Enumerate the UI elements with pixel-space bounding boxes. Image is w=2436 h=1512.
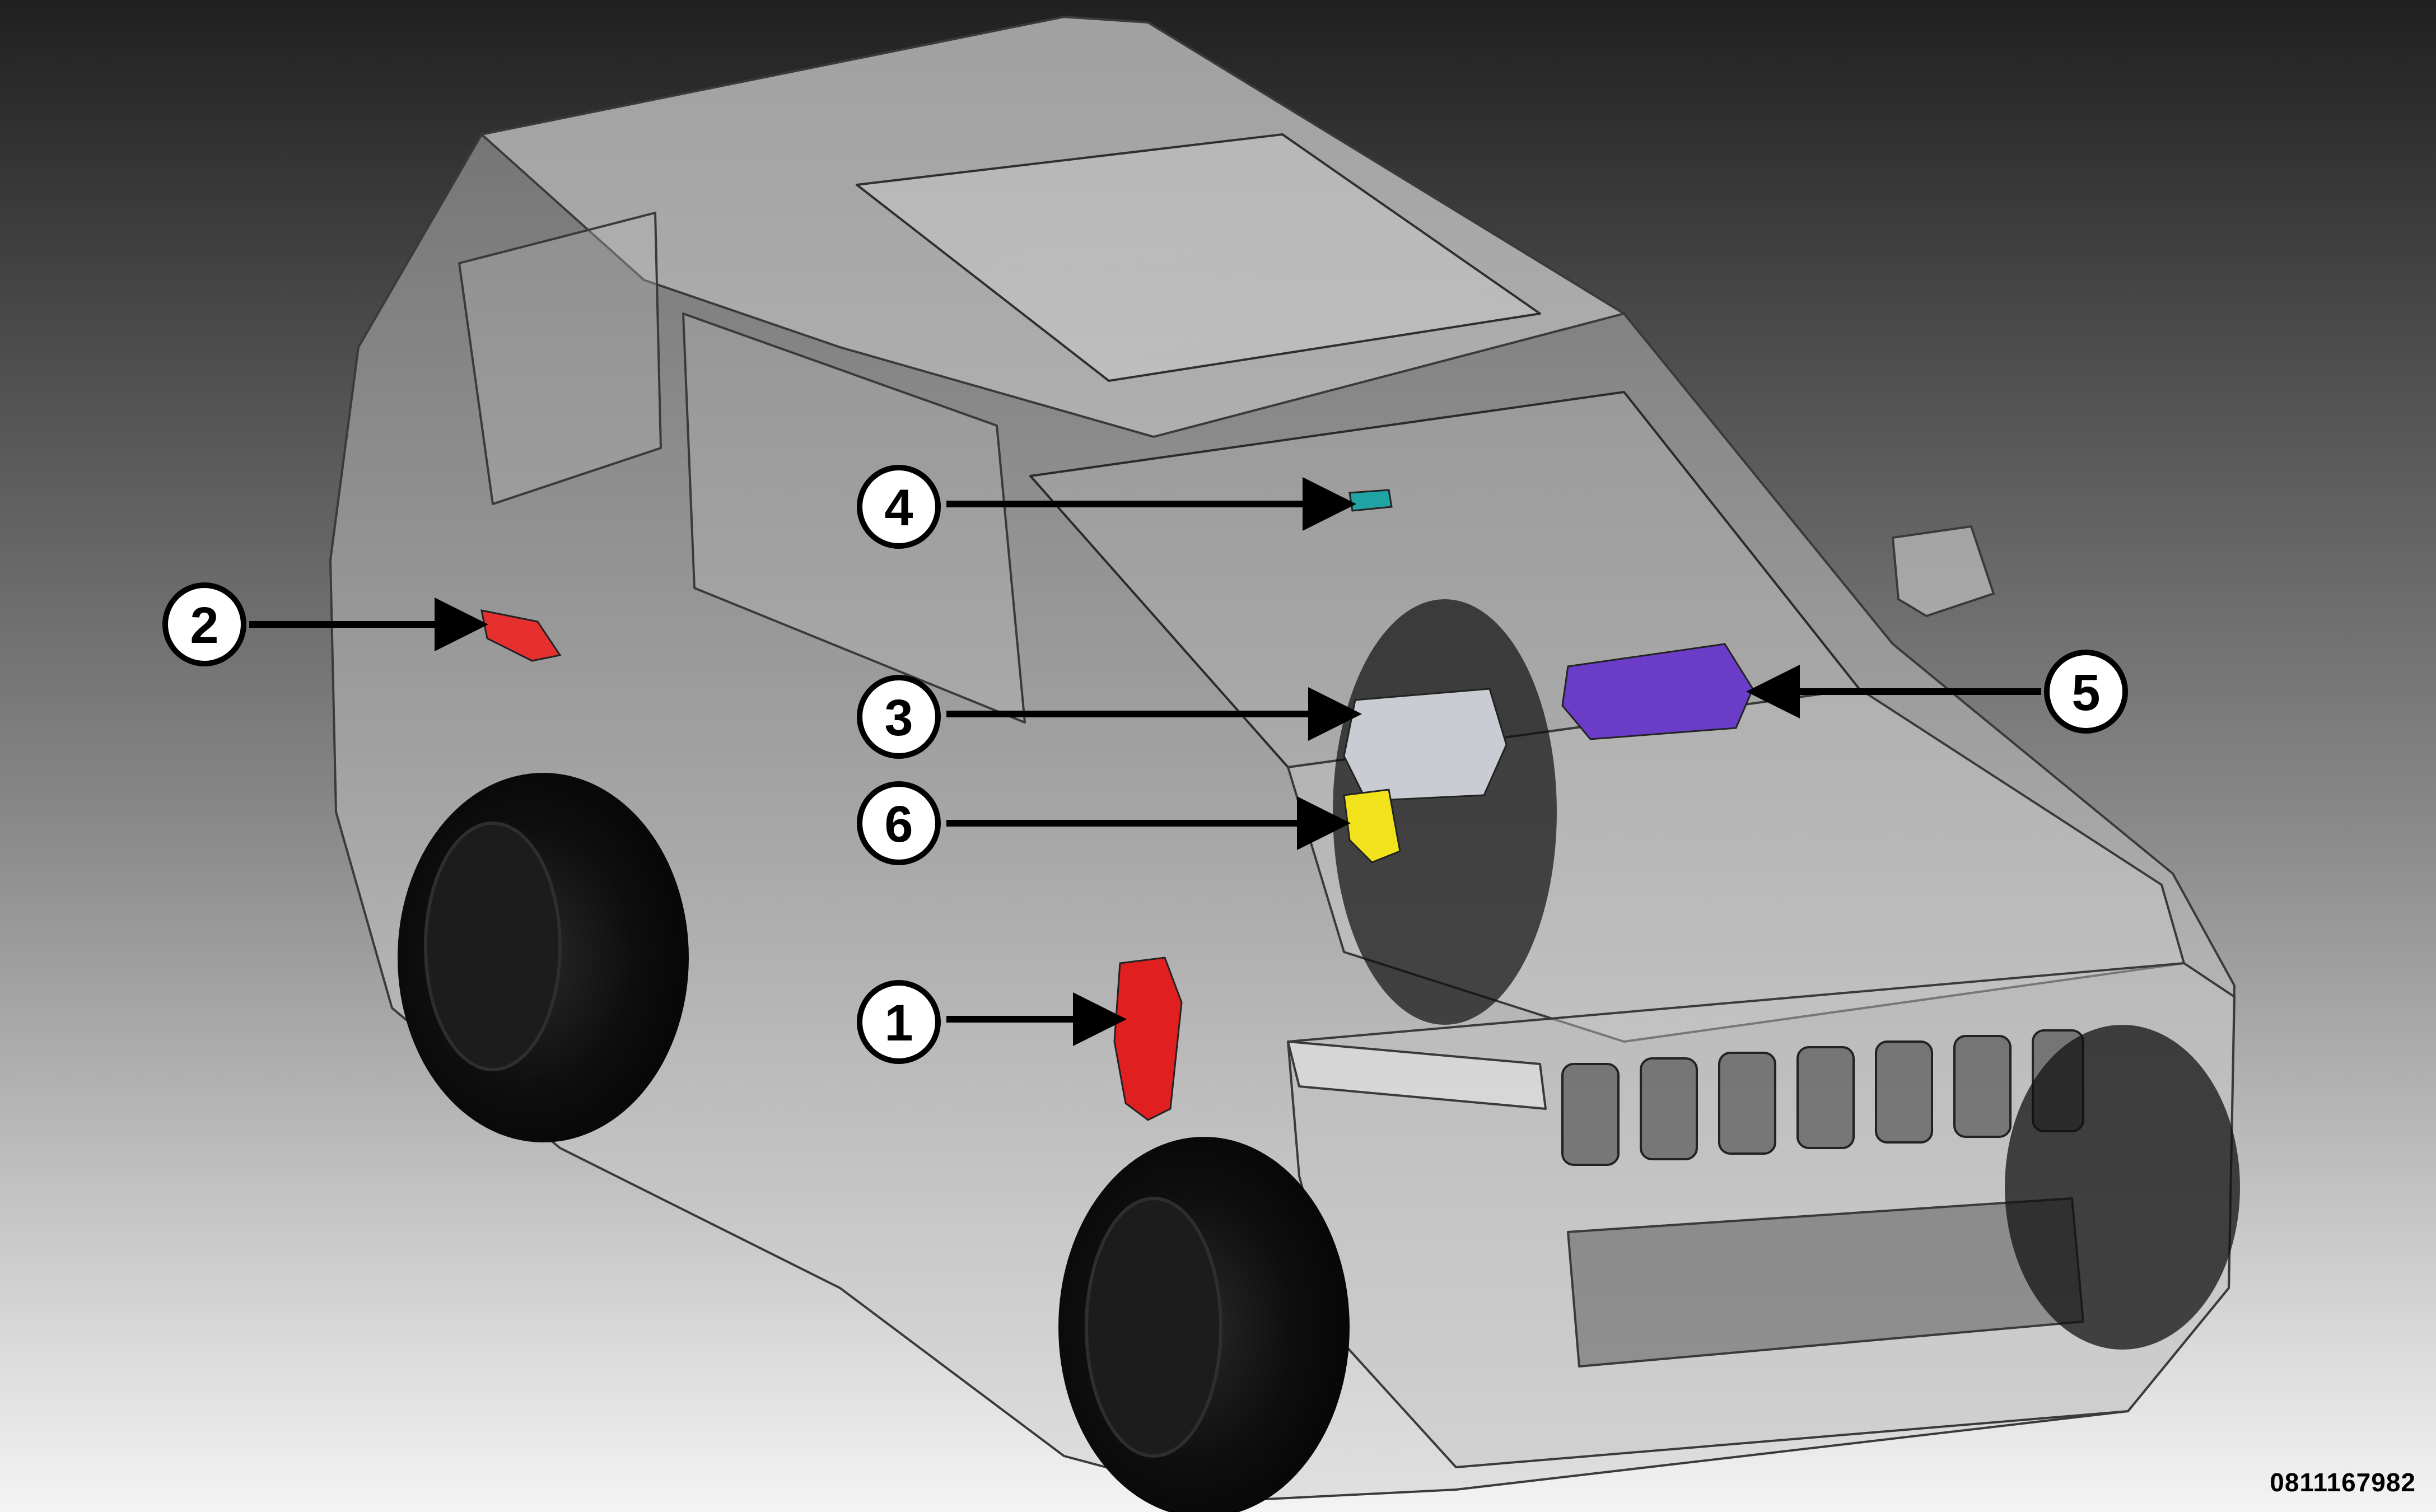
callout-4-label: 4 — [884, 479, 913, 536]
sunroof — [856, 133, 1541, 382]
callout-5-circle — [2044, 650, 2128, 734]
component-3-module — [1343, 688, 1508, 802]
side-mirror — [1892, 525, 1995, 617]
figure-id-number: 0811167982 — [2270, 1468, 2416, 1497]
callouts: 1 2 3 4 5 6 — [162, 465, 2128, 1064]
callout-1-label: 1 — [884, 995, 913, 1052]
rear-wheel — [424, 822, 562, 1071]
component-4-module — [1348, 489, 1393, 512]
callout-3-label: 3 — [884, 689, 913, 746]
side-window-rear — [458, 212, 662, 505]
callout-4-circle — [857, 465, 941, 549]
callout-6-circle — [857, 781, 941, 865]
front-left-wheel — [1085, 1197, 1222, 1458]
callout-2-circle — [162, 582, 246, 666]
callout-1-circle — [857, 980, 941, 1064]
component-1-module — [1113, 956, 1183, 1121]
tires — [398, 599, 2240, 1512]
components — [480, 489, 1754, 1121]
front-right-tire — [2005, 1025, 2240, 1350]
callout-2-label: 2 — [190, 597, 218, 654]
callout-6-label: 6 — [884, 796, 913, 853]
headlight — [1287, 1040, 1547, 1110]
callout-5-label: 5 — [2071, 664, 2100, 721]
callout-3-circle — [857, 675, 941, 759]
side-window-front — [682, 312, 1026, 724]
component-5-module — [1561, 643, 1754, 740]
